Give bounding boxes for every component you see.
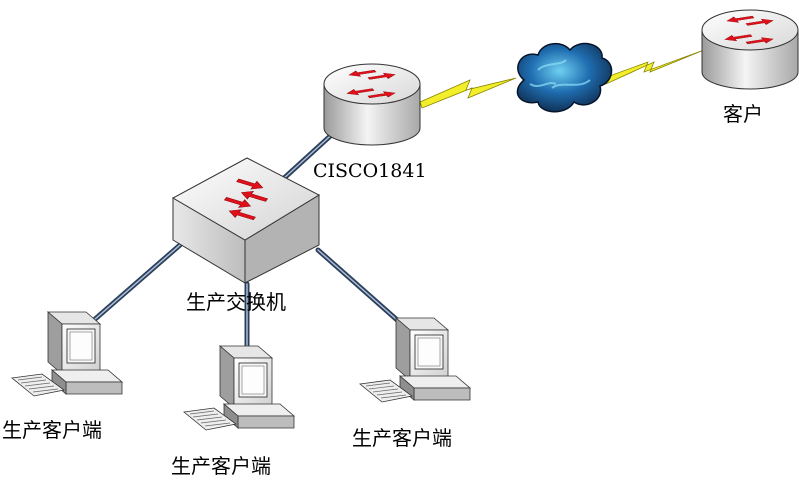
pc-left-icon[interactable] [11, 311, 124, 397]
pc-middle-label: 生产客户端 [171, 454, 271, 478]
router-label: CISCO1841 [313, 160, 427, 182]
pc-right-icon[interactable] [359, 317, 472, 403]
pc-middle-icon[interactable] [183, 345, 296, 431]
internet-cloud-icon [516, 42, 613, 113]
router-client-icon[interactable] [701, 9, 799, 90]
pc-left-label: 生产客户端 [2, 418, 102, 442]
switch-label: 生产交换机 [186, 290, 286, 314]
router-cisco1841-icon[interactable] [323, 63, 421, 146]
wan-link-router-cloud [419, 77, 517, 109]
client-router-label: 客户 [723, 102, 763, 126]
pc-right-label: 生产客户端 [352, 426, 452, 450]
wan-link-cloud-client [603, 49, 705, 85]
production-switch-icon[interactable] [171, 157, 321, 284]
